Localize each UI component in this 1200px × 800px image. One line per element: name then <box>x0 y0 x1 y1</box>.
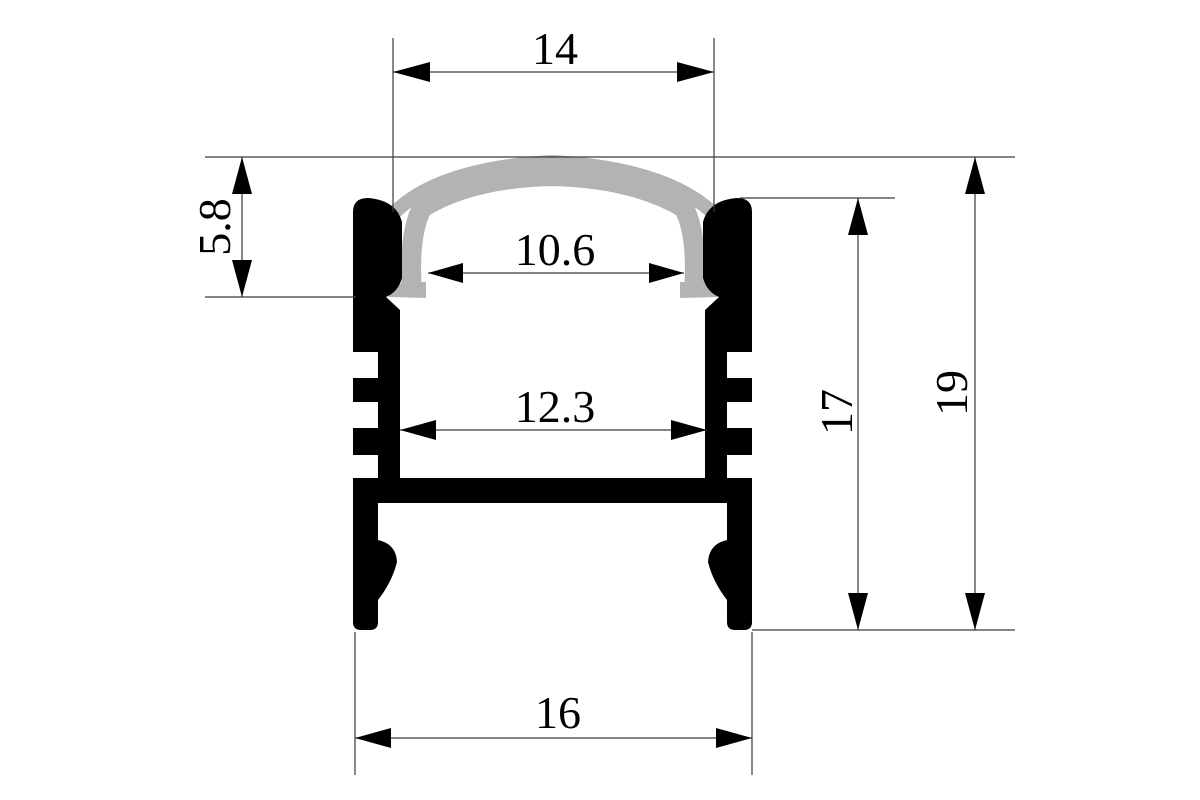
dimension-cover-inner-width: 10.6 <box>428 224 684 283</box>
total-height-label: 19 <box>926 370 977 416</box>
dimension-total-height: 19 <box>926 157 985 630</box>
channel-inner-width-label: 12.3 <box>515 381 596 432</box>
profile-height-label: 17 <box>811 389 862 435</box>
aluminium-profile <box>353 198 752 630</box>
dimension-profile-width: 16 <box>355 687 752 748</box>
cover-height-label: 5.8 <box>189 198 240 256</box>
dimension-cover-width: 14 <box>393 23 714 82</box>
dimension-channel-inner-width: 12.3 <box>400 381 707 440</box>
profile-width-label: 16 <box>535 687 581 738</box>
cover-width-label: 14 <box>532 23 578 74</box>
cover-inner-width-label: 10.6 <box>515 224 596 275</box>
dimension-cover-height: 5.8 <box>189 157 252 297</box>
diffuser-cover <box>388 154 718 298</box>
dimension-profile-height: 17 <box>811 198 868 630</box>
extension-lines <box>205 38 1015 775</box>
